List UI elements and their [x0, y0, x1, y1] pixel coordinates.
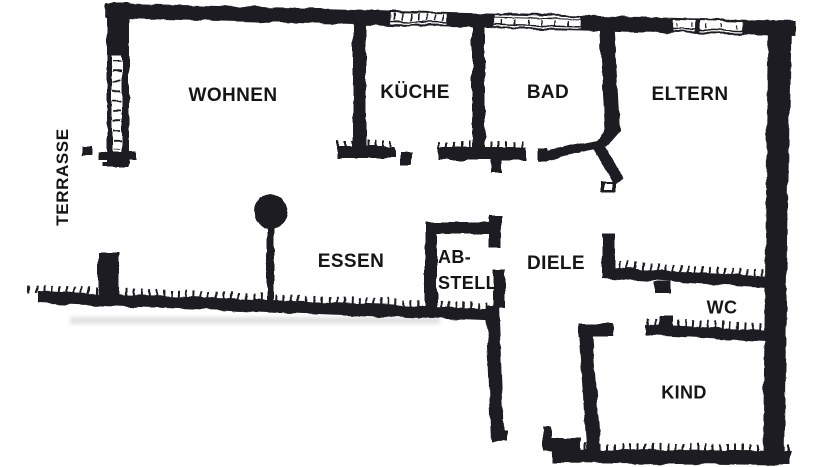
window-kueche [391, 12, 447, 25]
window-bad [494, 15, 580, 29]
room-label-wohnen: WOHNEN [188, 85, 278, 106]
room-label-wc: WC [706, 297, 738, 318]
scan-shadow [70, 317, 440, 324]
door-leaf-bad [538, 140, 600, 161]
room-label-abstell: AB- STELL [438, 244, 497, 296]
wall-bad-right [595, 24, 620, 147]
wall-exterior-right [763, 20, 791, 461]
room-label-eltern: ELTERN [651, 84, 729, 105]
wall-pillar-left [98, 253, 119, 296]
room-label-kueche: KÜCHE [380, 82, 450, 103]
column-essen [254, 194, 288, 306]
room-label-essen: ESSEN [317, 251, 385, 272]
wall-below-abstell [486, 305, 507, 442]
wall-kind-bottom [552, 442, 791, 465]
door-leaf-eltern [592, 142, 624, 192]
room-label-kind: KIND [661, 382, 707, 403]
window-eltern [672, 18, 743, 33]
wall-wc-kind [645, 315, 776, 342]
room-label-bad: BAD [526, 82, 570, 103]
room-label-terrasse: TERRASSE [53, 128, 72, 226]
wall-kueche-left [337, 16, 412, 165]
room-label-diele: DIELE [527, 253, 585, 274]
room-label-abstell-line1: AB- [438, 247, 472, 267]
wall-kueche-right [438, 19, 526, 172]
wall-abstell [425, 215, 505, 308]
wall-kind-left [543, 324, 614, 453]
wall-terrasse-window [82, 3, 136, 167]
wall-exterior-top [105, 3, 796, 37]
wall-wc-top [602, 233, 778, 293]
room-label-abstell-line2: STELL [438, 273, 497, 293]
